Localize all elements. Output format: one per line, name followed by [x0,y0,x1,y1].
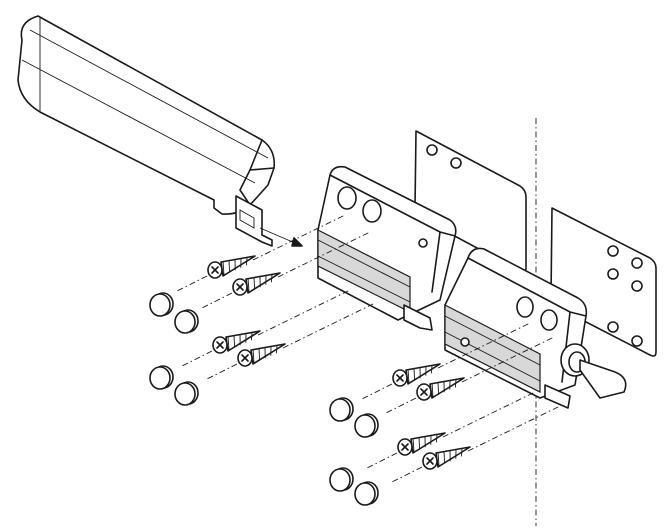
screw [389,405,561,484]
cover-cap [354,481,379,506]
cover-cap [174,309,199,334]
cover-cap [149,365,174,390]
mounting-plate-right [550,207,657,357]
screw [199,231,371,310]
lock-body-lower [444,247,627,409]
screw [204,302,376,381]
screw [383,336,555,415]
cover-cap [174,381,199,406]
screw [179,289,351,368]
screw [174,214,346,293]
screw [359,322,531,401]
cover-cap [149,292,174,317]
lock-body-upper [317,165,457,331]
handle [17,15,276,247]
cover-cap [354,413,379,438]
cover-cap [329,467,354,492]
screw [364,391,536,470]
cover-cap [329,397,354,422]
key [579,359,627,399]
